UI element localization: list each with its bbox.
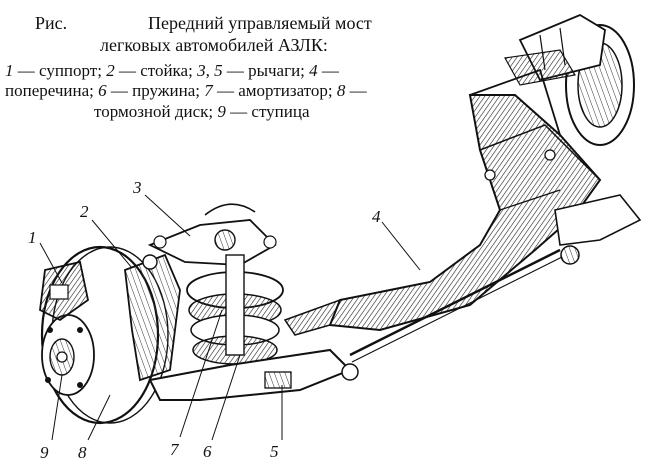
- legend-text-8a: —: [345, 81, 367, 100]
- leader-6: [211, 354, 241, 441]
- knuckle-upright: [124, 253, 181, 382]
- legend-text-7: — амортизатор;: [212, 81, 337, 100]
- legend-num-2: 2: [106, 61, 115, 80]
- right-lower-arm: [349, 194, 642, 363]
- legend-text-8b: тормозной диск;: [94, 102, 218, 121]
- legend-text-6: — пружина;: [106, 81, 205, 100]
- legend-num-7: 7: [204, 81, 213, 100]
- callout-7: 7: [170, 440, 180, 459]
- figure-title-line2: легковых автомобилей АЗЛК:: [100, 35, 328, 55]
- leader-7: [179, 309, 223, 438]
- callouts: 1 2 3 4 5 6 7 8 9: [28, 178, 421, 462]
- leader-2: [91, 219, 133, 269]
- legend-line-2: поперечина; 6 — пружина; 7 — амортизатор…: [5, 82, 367, 99]
- legend-line-3: тормозной диск; 9 — ступица: [94, 103, 310, 120]
- legend-text-9: — ступица: [225, 102, 310, 121]
- legend-line-1: 1 — суппорт; 2 — стойка; 3, 5 — рычаги; …: [5, 62, 339, 79]
- callout-1: 1: [28, 228, 37, 247]
- figure-number: Рис.: [35, 13, 68, 33]
- legend-num-8: 8: [336, 81, 346, 100]
- figure-title-line1: Передний управляемый мост: [148, 13, 372, 33]
- lower-control-arm: [148, 348, 359, 401]
- legend-num-9: 9: [217, 102, 226, 121]
- legend-text-4a: —: [317, 61, 339, 80]
- brake-caliper: [39, 260, 90, 322]
- callout-8: 8: [78, 443, 87, 462]
- right-wheel-assembly: [504, 13, 635, 146]
- callout-9: 9: [40, 443, 49, 462]
- leader-9: [51, 374, 63, 441]
- callout-5: 5: [270, 442, 279, 461]
- callout-2: 2: [80, 202, 89, 221]
- legend-text-1: — суппорт;: [13, 61, 107, 80]
- legend-num-6: 6: [98, 81, 107, 100]
- legend-num-3-5: 3, 5: [197, 61, 223, 80]
- spring-and-shock: [186, 254, 284, 365]
- legend-text-4b: поперечина;: [5, 81, 99, 100]
- legend-num-4: 4: [309, 61, 318, 80]
- legend-text-2: — стойка;: [114, 61, 198, 80]
- callout-3: 3: [132, 178, 142, 197]
- callout-6: 6: [203, 442, 212, 461]
- upper-control-arm: [147, 203, 277, 266]
- crossmember: [283, 68, 602, 336]
- leader-4: [381, 221, 421, 271]
- legend-num-1: 1: [5, 61, 14, 80]
- leader-3: [144, 194, 191, 237]
- leader-8: [87, 394, 111, 441]
- legend-text-3-5: — рычаги;: [222, 61, 310, 80]
- callout-4: 4: [372, 207, 381, 226]
- leader-1: [39, 242, 63, 284]
